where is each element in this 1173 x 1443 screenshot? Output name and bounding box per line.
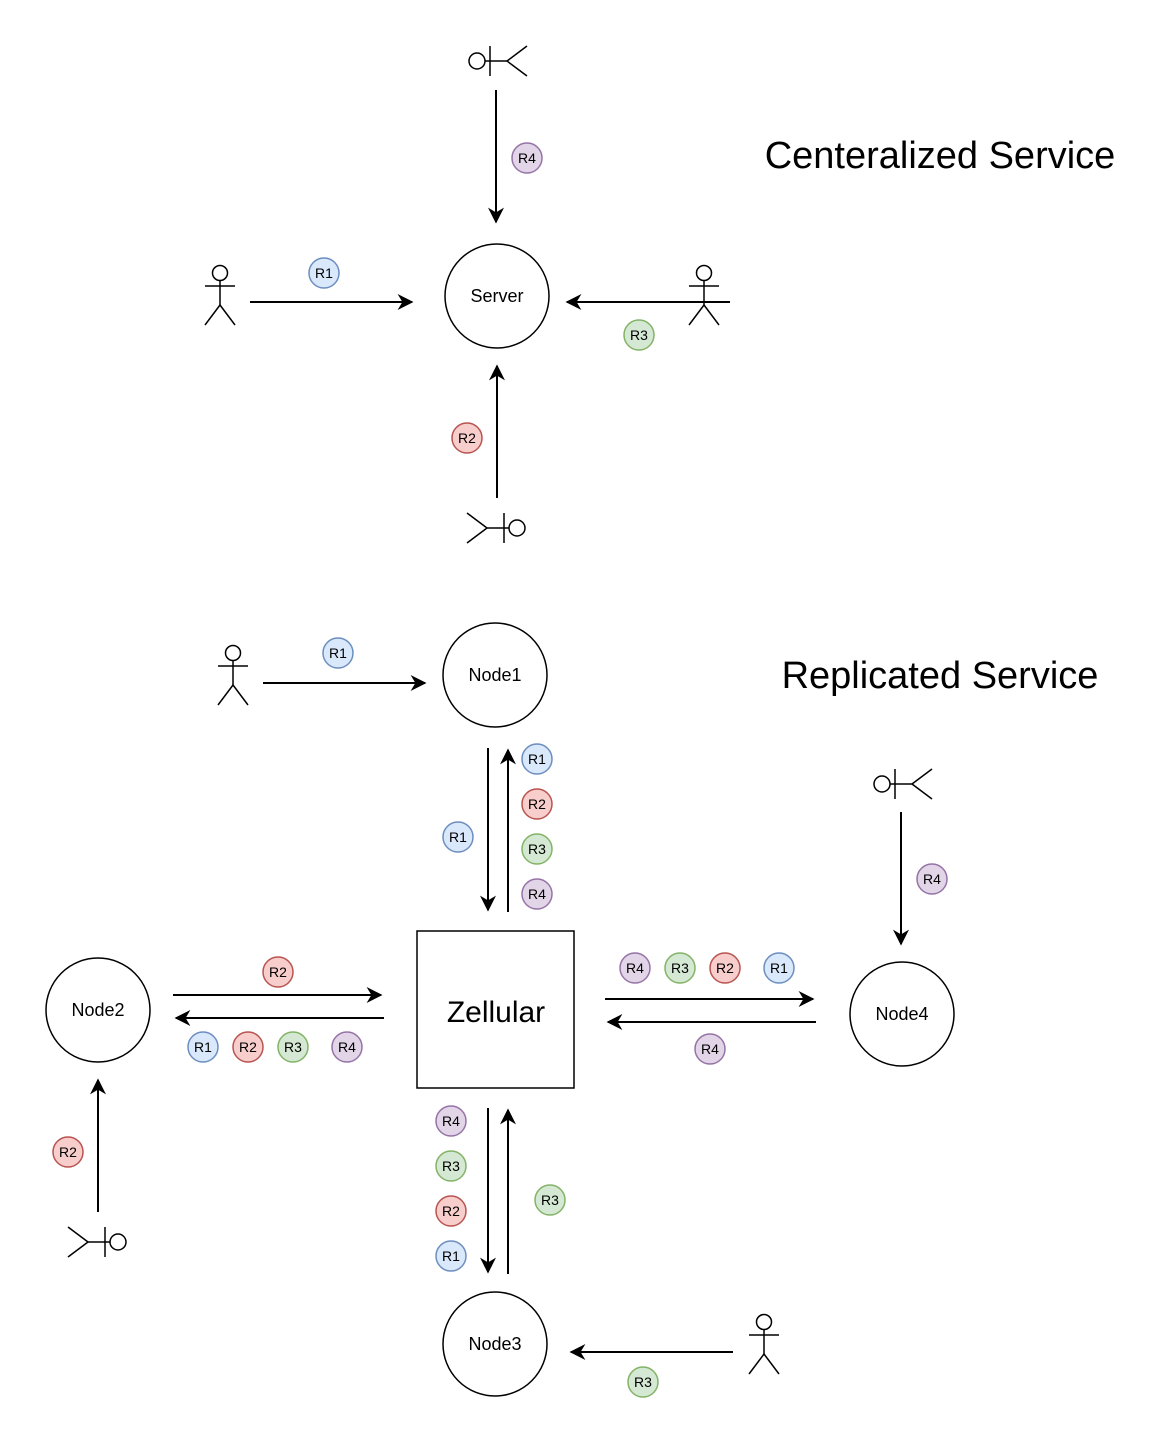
svg-text:R4: R4 — [442, 1113, 460, 1129]
request-badge: R2 — [435, 1195, 467, 1227]
request-badge: R4 — [511, 142, 543, 174]
node1: Node1 — [442, 622, 548, 728]
request-badge: R1 — [322, 637, 354, 669]
request-badge: R1 — [763, 952, 795, 984]
request-badge: R3 — [521, 833, 553, 865]
actor-left-icon — [204, 264, 236, 326]
request-badge: R4 — [521, 878, 553, 910]
svg-text:R3: R3 — [630, 327, 648, 343]
svg-text:R2: R2 — [458, 430, 476, 446]
svg-text:R1: R1 — [449, 829, 467, 845]
request-badge: R4 — [331, 1031, 363, 1063]
request-badge: R1 — [308, 257, 340, 289]
zellular-label: Zellular — [447, 996, 545, 1029]
svg-text:R1: R1 — [194, 1039, 212, 1055]
actor-right-icon — [688, 264, 720, 326]
actor-top-icon — [468, 45, 528, 77]
request-badge: R3 — [534, 1184, 566, 1216]
server-node: Server — [444, 243, 550, 349]
request-badge: R1 — [435, 1240, 467, 1272]
actor-node3-icon — [748, 1313, 780, 1375]
svg-text:R4: R4 — [528, 886, 546, 902]
request-badge: R1 — [442, 821, 474, 853]
request-badge: R4 — [619, 952, 651, 984]
zellular-hub: Zellular — [416, 930, 575, 1089]
replicated-service-title: Replicated Service — [782, 655, 1099, 697]
request-badge: R3 — [627, 1366, 659, 1398]
centralized-service-title: Centeralized Service — [765, 135, 1116, 177]
actor-node2-icon — [67, 1226, 127, 1258]
svg-text:R2: R2 — [528, 796, 546, 812]
request-badge: R2 — [521, 788, 553, 820]
request-badge: R3 — [277, 1031, 309, 1063]
actor-node1-icon — [217, 644, 249, 706]
svg-text:R2: R2 — [239, 1039, 257, 1055]
request-badge: R1 — [187, 1031, 219, 1063]
svg-text:R4: R4 — [518, 150, 536, 166]
node2-label: Node2 — [71, 1000, 124, 1020]
svg-text:R3: R3 — [528, 841, 546, 857]
request-badge: R3 — [623, 319, 655, 351]
svg-text:R1: R1 — [770, 960, 788, 976]
request-badge: R1 — [521, 743, 553, 775]
node3-label: Node3 — [468, 1334, 521, 1354]
svg-text:R2: R2 — [59, 1144, 77, 1160]
svg-text:R4: R4 — [626, 960, 644, 976]
svg-text:R1: R1 — [528, 751, 546, 767]
svg-text:R3: R3 — [541, 1192, 559, 1208]
request-badge: R3 — [435, 1150, 467, 1182]
actor-node4-icon — [873, 768, 933, 800]
server-label: Server — [470, 286, 523, 306]
node3: Node3 — [442, 1291, 548, 1397]
request-badge: R2 — [451, 422, 483, 454]
request-badge: R2 — [52, 1136, 84, 1168]
node1-label: Node1 — [468, 665, 521, 685]
request-badge: R4 — [916, 863, 948, 895]
request-badge: R2 — [232, 1031, 264, 1063]
node4-label: Node4 — [875, 1004, 928, 1024]
svg-text:R3: R3 — [284, 1039, 302, 1055]
request-badge: R2 — [709, 952, 741, 984]
svg-text:R2: R2 — [269, 964, 287, 980]
svg-text:R4: R4 — [701, 1041, 719, 1057]
request-badge: R2 — [262, 956, 294, 988]
svg-text:R3: R3 — [442, 1158, 460, 1174]
request-badge: R4 — [694, 1033, 726, 1065]
svg-text:R1: R1 — [315, 265, 333, 281]
svg-text:R4: R4 — [338, 1039, 356, 1055]
svg-text:R2: R2 — [442, 1203, 460, 1219]
node2: Node2 — [45, 957, 151, 1063]
svg-text:R2: R2 — [716, 960, 734, 976]
actor-bottom-icon — [466, 512, 526, 544]
request-badge: R3 — [664, 952, 696, 984]
svg-text:R3: R3 — [671, 960, 689, 976]
svg-text:R1: R1 — [329, 645, 347, 661]
node4: Node4 — [849, 961, 955, 1067]
svg-text:R1: R1 — [442, 1248, 460, 1264]
request-badge: R4 — [435, 1105, 467, 1137]
svg-text:R4: R4 — [923, 871, 941, 887]
svg-text:R3: R3 — [634, 1374, 652, 1390]
